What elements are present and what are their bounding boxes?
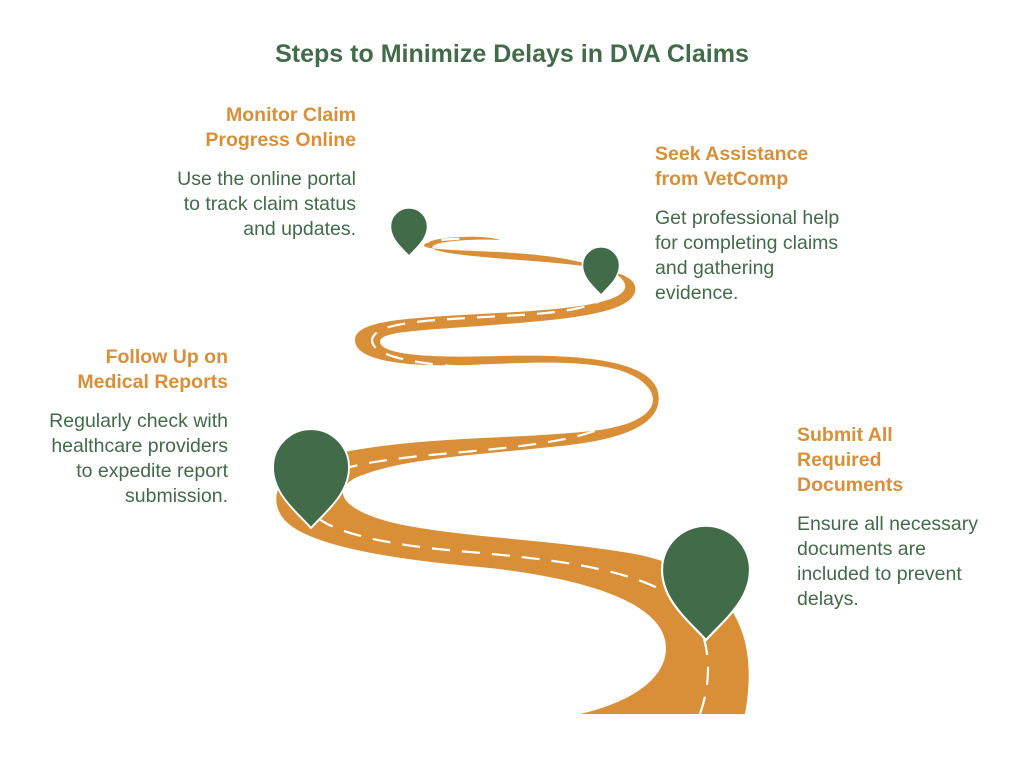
step-submit-required-documents: Submit All Required Documents Ensure all… — [797, 423, 1017, 612]
map-pin-icon — [389, 207, 429, 258]
step-description: Regularly check with healthcare provider… — [49, 410, 228, 507]
step-heading: Submit All Required Documents — [797, 424, 904, 496]
step-description: Ensure all necessary documents are inclu… — [797, 513, 979, 610]
step-description: Get professional help for completing cla… — [655, 207, 840, 304]
step-seek-assistance: Seek Assistance from VetComp Get profess… — [655, 142, 895, 306]
step-description: Use the online portal to track claim sta… — [177, 168, 356, 240]
map-pin-icon — [272, 428, 350, 530]
step-monitor-claim-progress: Monitor Claim Progress Online Use the on… — [130, 103, 356, 242]
map-pin-icon — [660, 524, 752, 642]
step-heading: Follow Up on Medical Reports — [77, 346, 228, 393]
step-follow-up-medical-reports: Follow Up on Medical Reports Regularly c… — [20, 345, 228, 509]
road-centerline — [303, 236, 710, 715]
diagram-title: Steps to Minimize Delays in DVA Claims — [275, 40, 749, 68]
step-heading: Monitor Claim Progress Online — [205, 104, 356, 151]
map-pin-icon — [581, 246, 621, 297]
step-heading: Seek Assistance from VetComp — [655, 143, 809, 190]
